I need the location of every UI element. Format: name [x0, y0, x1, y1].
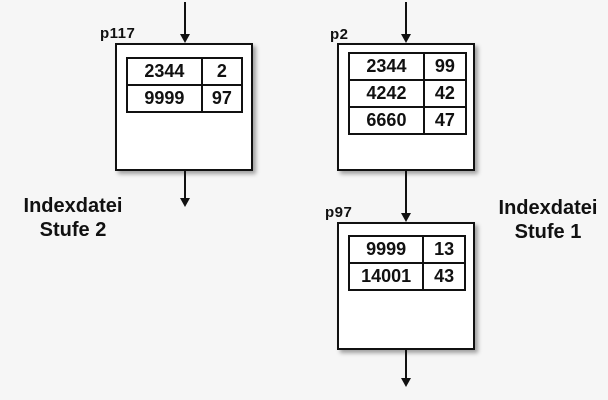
key-cell: 2344	[348, 52, 425, 81]
pointer-cell: 99	[422, 52, 468, 81]
key-cell: 14001	[347, 262, 425, 291]
caption-line: Stufe 2	[39, 219, 107, 241]
key-cell: 9999	[126, 84, 203, 113]
key-cell: 6660	[348, 106, 425, 135]
caption-line: Stufe 1	[514, 221, 582, 243]
down-arrow-head-icon	[180, 198, 190, 207]
table-row: 2344 2	[126, 57, 244, 86]
key-cell: 2344	[126, 57, 203, 86]
caption-indexdatei-stufe-2: Indexdatei Stufe 2	[8, 194, 138, 242]
pointer-cell: 2	[200, 57, 244, 86]
node-label-p2: p2	[330, 26, 349, 43]
caption-line: Indexdatei	[23, 195, 123, 217]
caption-indexdatei-stufe-1: Indexdatei Stufe 1	[487, 196, 608, 244]
down-arrow-head-icon	[180, 34, 190, 43]
down-arrow-head-icon	[401, 34, 411, 43]
down-arrow-icon	[405, 350, 407, 379]
pointer-cell: 42	[422, 79, 468, 108]
key-cell: 9999	[347, 235, 425, 264]
down-arrow-icon	[405, 2, 407, 35]
node-label-p97: p97	[325, 204, 353, 221]
pointer-cell: 97	[200, 84, 244, 113]
pointer-cell: 43	[422, 262, 466, 291]
node-label-p117: p117	[100, 25, 136, 42]
pointer-cell: 47	[422, 106, 468, 135]
down-arrow-icon	[184, 171, 186, 199]
table-row: 4242 42	[348, 79, 468, 108]
table-row: 2344 99	[348, 52, 468, 81]
index-table-p97: 9999 13 14001 43	[347, 235, 466, 291]
down-arrow-icon	[184, 2, 186, 35]
table-row: 9999 97	[126, 84, 244, 113]
index-table-p2: 2344 99 4242 42 6660 47	[348, 52, 468, 135]
pointer-cell: 13	[422, 235, 466, 264]
table-row: 9999 13	[347, 235, 466, 264]
table-row: 6660 47	[348, 106, 468, 135]
down-arrow-head-icon	[401, 213, 411, 222]
key-cell: 4242	[348, 79, 425, 108]
table-row: 14001 43	[347, 262, 466, 291]
index-table-p117: 2344 2 9999 97	[126, 57, 244, 113]
down-arrow-head-icon	[401, 378, 411, 387]
down-arrow-icon	[405, 171, 407, 214]
caption-line: Indexdatei	[498, 197, 598, 219]
